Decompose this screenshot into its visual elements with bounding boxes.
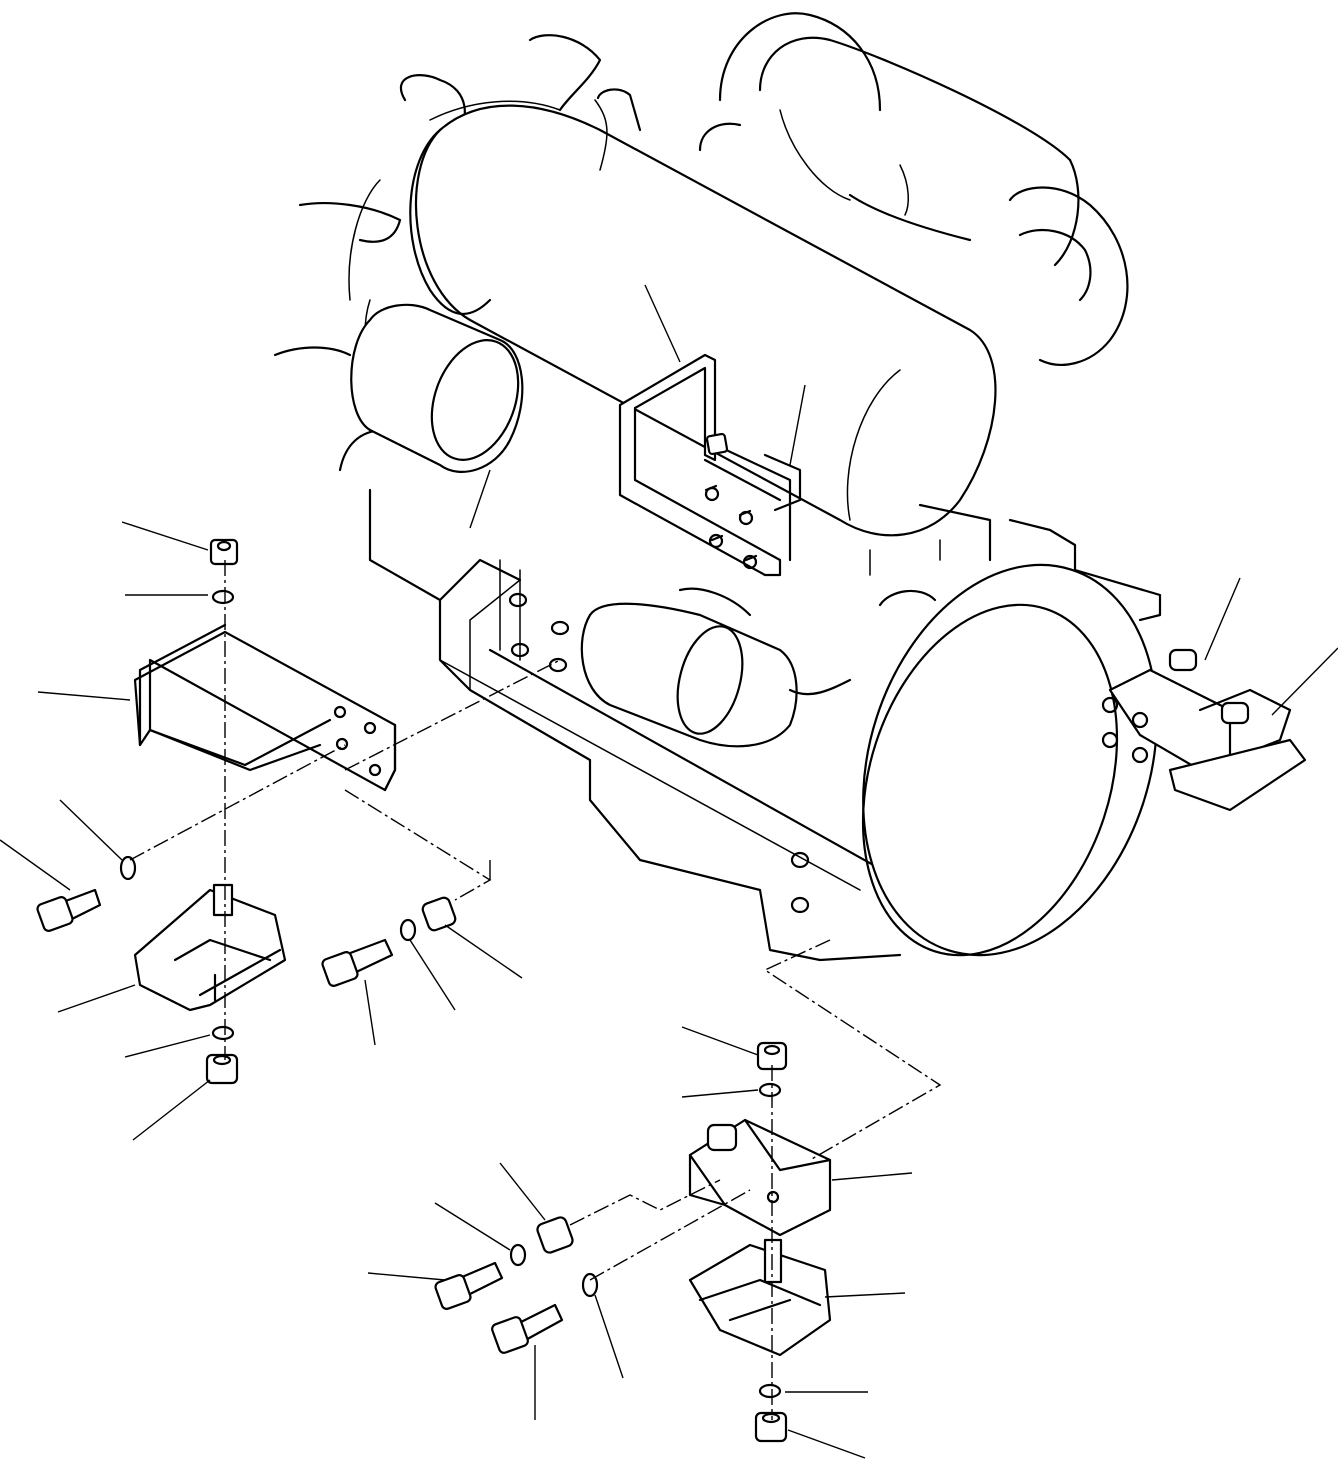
spacer-upper-right — [536, 1216, 574, 1254]
starter-motor — [580, 587, 798, 748]
washer-upper-right — [509, 1243, 527, 1267]
callout-leaders — [0, 284, 1338, 1459]
air-cleaner — [698, 12, 1129, 366]
washer-bottom-left — [211, 1025, 235, 1041]
spacer-middle — [421, 896, 457, 932]
front-left-mount — [36, 538, 561, 1085]
rear-right-mount — [1101, 648, 1307, 812]
washer-left — [119, 855, 137, 881]
nut-bottom-right — [754, 1411, 788, 1443]
muffler — [409, 88, 997, 537]
rubber-mount-left — [133, 883, 287, 1012]
nut-top-left — [209, 538, 239, 566]
muffler-bracket — [618, 353, 802, 577]
bolt-left — [36, 888, 102, 932]
bolt-middle — [321, 938, 394, 987]
engine-body — [273, 12, 1162, 962]
bolt-upper-right — [434, 1261, 504, 1310]
washer-top-right — [758, 1082, 782, 1098]
bracket-right — [688, 1118, 832, 1237]
oil-filter — [350, 303, 524, 473]
flywheel-housing — [788, 563, 1158, 957]
washer-top-left — [211, 589, 235, 605]
nut-bottom-left — [205, 1053, 239, 1085]
washer-lower-right — [581, 1272, 599, 1298]
washer-middle — [399, 918, 417, 942]
bracket-left — [133, 623, 397, 792]
washer-bottom-right — [758, 1383, 782, 1399]
rubber-mount-right — [688, 1238, 832, 1357]
bolt-lower-right — [491, 1303, 564, 1354]
front-right-mount — [434, 939, 942, 1443]
